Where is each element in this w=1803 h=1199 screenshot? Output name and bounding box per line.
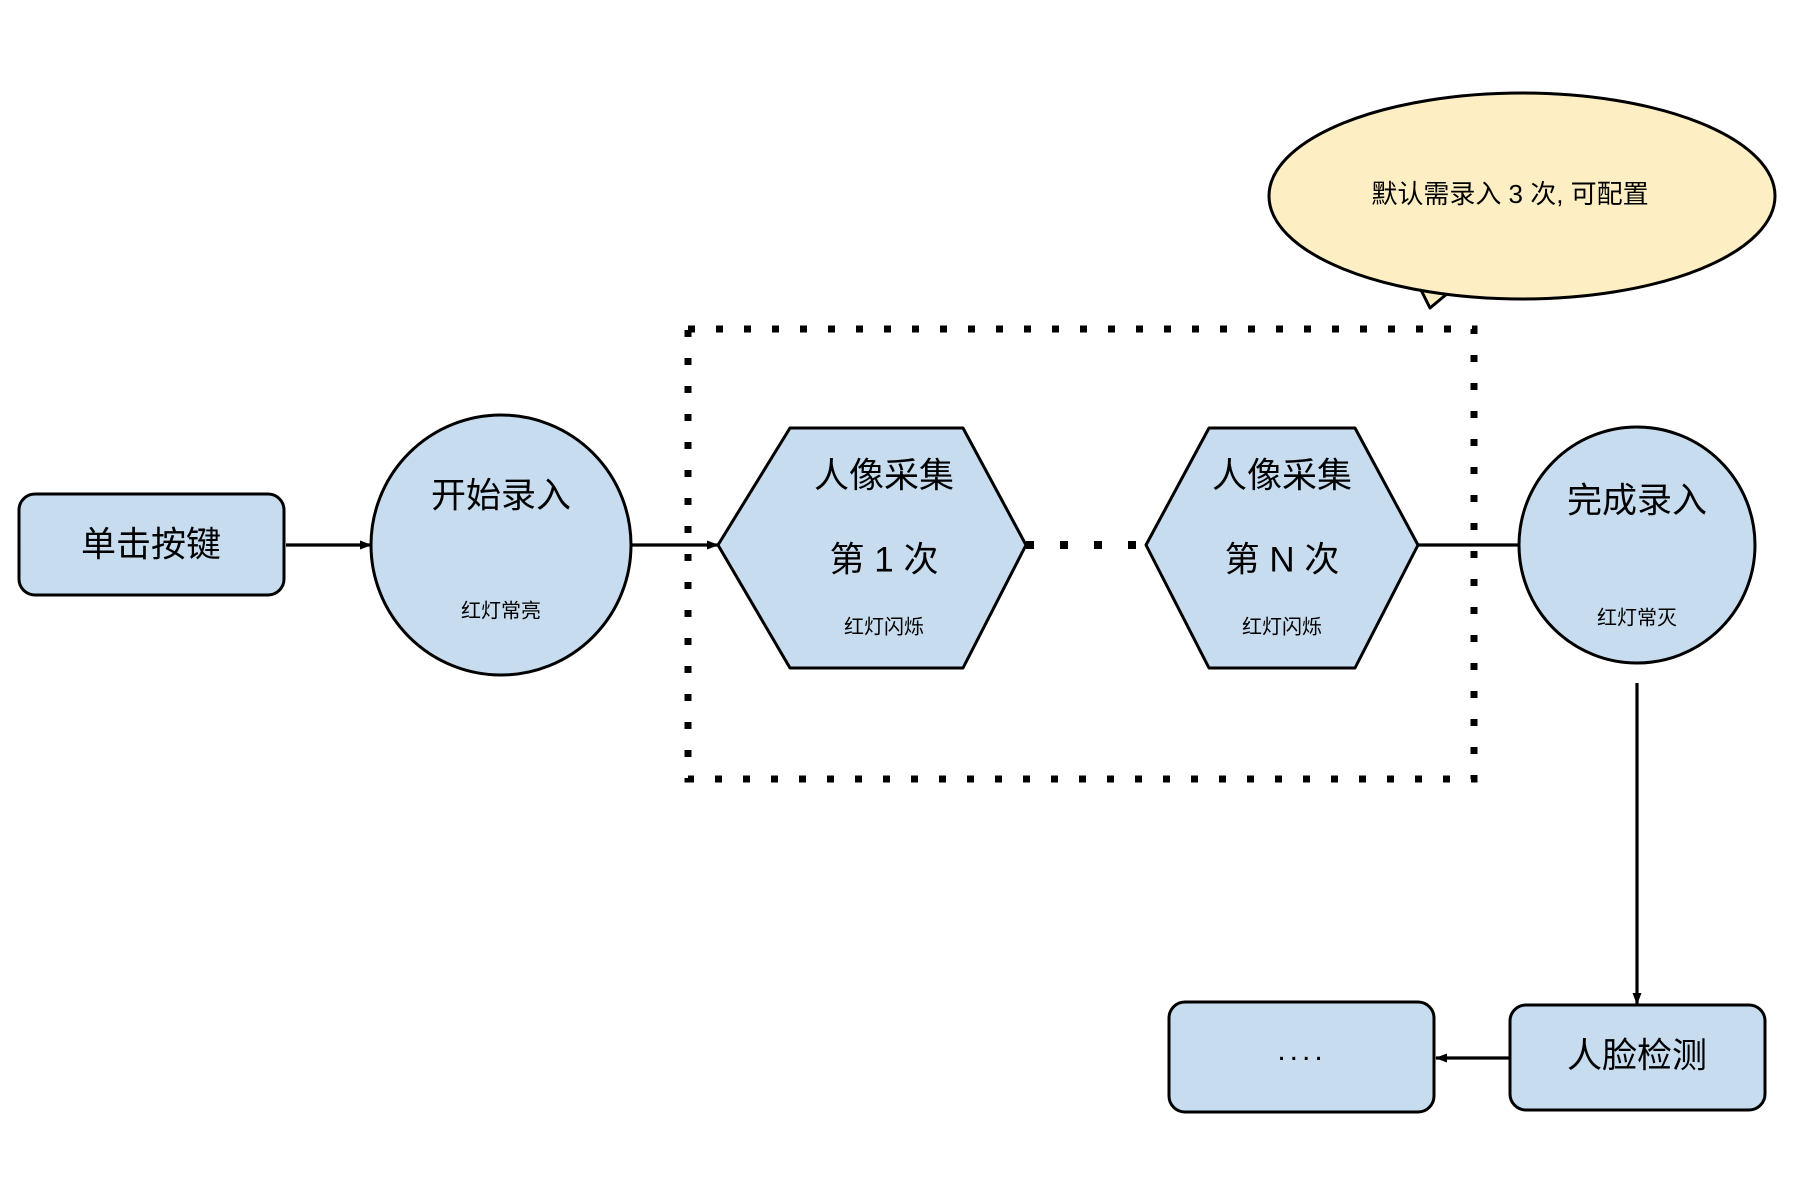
node-capture-first[interactable]: [716, 426, 1028, 670]
node-more-steps[interactable]: [1167, 1000, 1436, 1114]
node-start-enroll[interactable]: [369, 413, 633, 677]
node-start-enroll-sublabel: 红灯常亮: [461, 599, 541, 622]
node-more-steps-label: ....: [1277, 1034, 1326, 1067]
capture-loop-group-frame: [684, 325, 1478, 783]
node-capture-nth-label-line2: 第 N 次: [1225, 540, 1340, 579]
node-capture-nth[interactable]: [1144, 426, 1420, 670]
node-capture-nth-label-line1: 人像采集: [1212, 456, 1352, 495]
node-start-enroll-label: 开始录入: [431, 476, 571, 515]
node-finish-enroll-sublabel: 红灯常灭: [1597, 606, 1677, 629]
node-capture-first-sublabel: 红灯闪烁: [844, 615, 924, 638]
callout-text: 默认需录入 3 次, 可配置: [1371, 179, 1648, 209]
node-capture-first-label-line1: 人像采集: [814, 456, 954, 495]
node-click-button-label: 单击按键: [81, 525, 221, 564]
node-capture-nth-sublabel: 红灯闪烁: [1242, 615, 1322, 638]
node-face-detect[interactable]: [1508, 1003, 1767, 1112]
node-click-button[interactable]: [17, 492, 286, 597]
node-face-detect-label: 人脸检测: [1567, 1036, 1707, 1075]
callout-bubble[interactable]: [1267, 91, 1777, 301]
node-finish-enroll[interactable]: [1517, 425, 1757, 665]
node-finish-enroll-label: 完成录入: [1567, 481, 1707, 520]
node-capture-first-label-line2: 第 1 次: [830, 540, 939, 579]
